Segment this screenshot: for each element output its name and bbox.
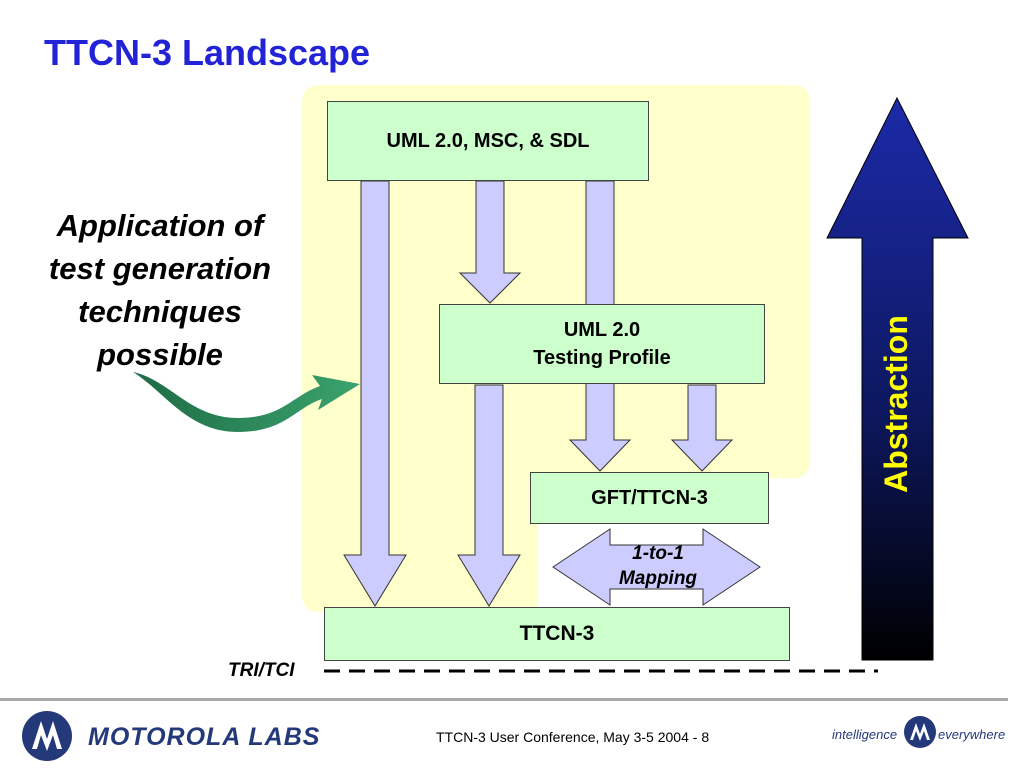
note-line: test generation xyxy=(48,251,272,286)
abstraction-label: Abstraction xyxy=(878,315,914,493)
tagline-m-icon xyxy=(910,723,930,741)
ttcn3-box: TTCN-3 xyxy=(324,607,790,661)
test-generation-note: Application of test generation technique… xyxy=(20,204,300,376)
mapping-label: 1-to-1 Mapping xyxy=(556,541,760,591)
mapping-line: Mapping xyxy=(618,568,698,589)
arrow-uml-to-ttcn3-left xyxy=(343,180,407,607)
tagline-logo-icon xyxy=(904,716,936,748)
uml-msc-sdl-box: UML 2.0, MSC, & SDL xyxy=(327,101,649,181)
motorola-logo-icon xyxy=(22,711,72,761)
testing-profile-line: Testing Profile xyxy=(533,347,671,369)
note-line: Application of xyxy=(56,208,264,243)
arrow-uml-to-testing-profile xyxy=(458,180,522,304)
footer-divider xyxy=(0,698,1008,701)
tagline-right: everywhere xyxy=(938,727,1006,742)
curved-arrow-icon xyxy=(133,372,360,432)
tri-tci-label: TRI/TCI xyxy=(228,660,295,681)
page-title: TTCN-3 Landscape xyxy=(44,32,371,73)
tagline-left: intelligence xyxy=(832,727,898,742)
arrow-testing-profile-to-ttcn3 xyxy=(457,384,521,607)
gft-ttcn3-box: GFT/TTCN-3 xyxy=(530,472,769,524)
conference-footer: TTCN-3 User Conference, May 3-5 2004 - 8 xyxy=(436,729,710,745)
abstraction-arrow xyxy=(826,96,969,661)
motorola-logo-m-icon xyxy=(32,721,62,751)
note-line: techniques xyxy=(78,294,242,329)
note-line: possible xyxy=(97,337,223,372)
mapping-line: 1-to-1 xyxy=(632,543,684,564)
testing-profile-line: UML 2.0 xyxy=(563,319,641,341)
brand-name: MOTOROLA LABS xyxy=(88,723,321,751)
arrow-testing-profile-to-gft xyxy=(670,384,734,472)
mapping-double-arrow xyxy=(552,528,761,606)
testing-profile-box: UML 2.0 Testing Profile xyxy=(439,304,765,384)
